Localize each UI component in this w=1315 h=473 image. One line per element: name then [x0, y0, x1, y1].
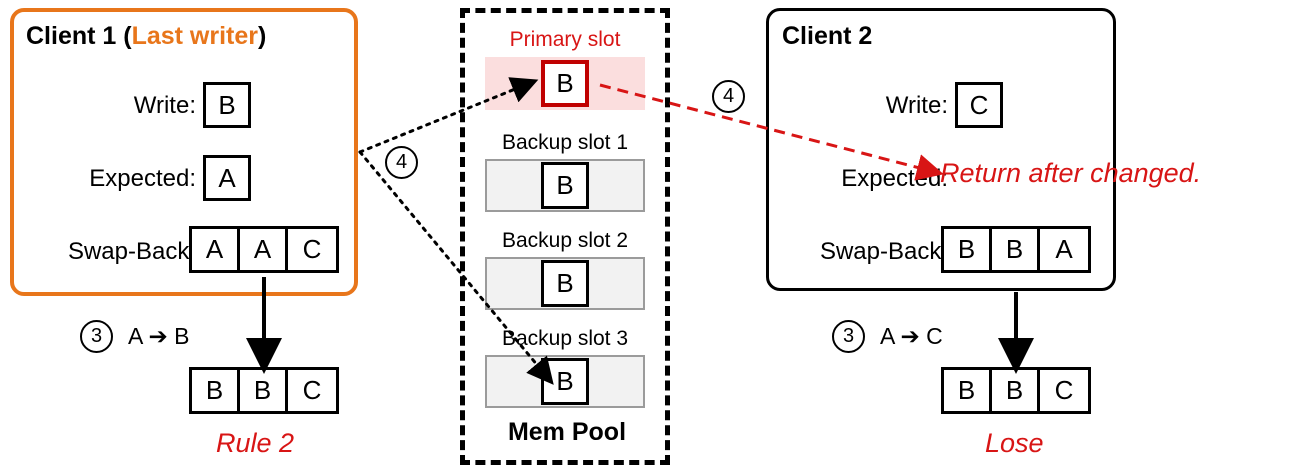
client1-panel	[10, 8, 358, 296]
client2-step-circle: 3	[832, 320, 865, 353]
client1-caption: Rule 2	[216, 428, 295, 458]
backup-slot-1-value: B	[541, 162, 589, 209]
client2-arrow-step-circle: 4	[712, 80, 745, 113]
client2-result-values: B B C	[941, 367, 1091, 414]
client2-expected-label: Expected:	[841, 165, 948, 192]
client1-write-value: B	[203, 82, 251, 128]
client1-result-cell-2: C	[302, 375, 322, 405]
client1-title: Client 1 (Last writer)	[26, 22, 266, 51]
client2-swapback-cell-0: B	[944, 229, 992, 270]
return-after-changed-note: Return after changed.	[940, 158, 1202, 188]
client2-result-cell-2: C	[1054, 375, 1074, 405]
client2-caption: Lose	[985, 428, 1044, 458]
client2-swapback-values: B B A	[941, 226, 1091, 273]
client1-result-cell-1: B	[240, 370, 288, 411]
primary-slot-value: B	[541, 60, 589, 107]
client1-step-text: A ➔ B	[128, 323, 190, 349]
client1-result-cell-0: B	[192, 370, 240, 411]
client2-title: Client 2	[782, 22, 873, 50]
client1-swapback-cell-2: C	[302, 234, 322, 264]
client2-write-label: Write:	[885, 92, 948, 119]
client1-title-highlight: Last writer	[131, 22, 259, 50]
client2-swapback-cell-2: A	[1055, 234, 1073, 264]
client2-result-cell-0: B	[944, 370, 992, 411]
client1-swapback-label: Swap-Back:	[67, 238, 196, 265]
backup-slot-3-value: B	[541, 358, 589, 405]
client1-step-circle: 3	[80, 320, 113, 353]
primary-slot-title: Primary slot	[509, 28, 621, 51]
backup-slot-3-title: Backup slot 3	[501, 327, 629, 350]
client2-write-value: C	[955, 82, 1003, 128]
backup-slot-2-title: Backup slot 2	[501, 229, 629, 252]
client1-title-prefix: Client 1 (	[26, 22, 132, 50]
client1-write-label: Write:	[133, 92, 196, 119]
client1-arrow-step-circle: 4	[385, 146, 418, 179]
client1-expected-label: Expected:	[89, 165, 196, 192]
client1-swapback-cell-0: A	[192, 229, 240, 270]
client2-step-text: A ➔ C	[880, 323, 943, 349]
client2-result-cell-1: B	[992, 370, 1040, 411]
client1-swapback-cell-1: A	[240, 229, 288, 270]
client1-result-values: B B C	[189, 367, 339, 414]
backup-slot-2-value: B	[541, 260, 589, 307]
client2-swapback-cell-1: B	[992, 229, 1040, 270]
client1-expected-value: A	[203, 155, 251, 201]
client1-swapback-values: A A C	[189, 226, 339, 273]
client1-title-suffix: )	[258, 22, 267, 50]
client2-swapback-label: Swap-Back:	[819, 238, 948, 265]
backup-slot-1-title: Backup slot 1	[501, 131, 629, 154]
mempool-label: Mem Pool	[507, 418, 627, 446]
